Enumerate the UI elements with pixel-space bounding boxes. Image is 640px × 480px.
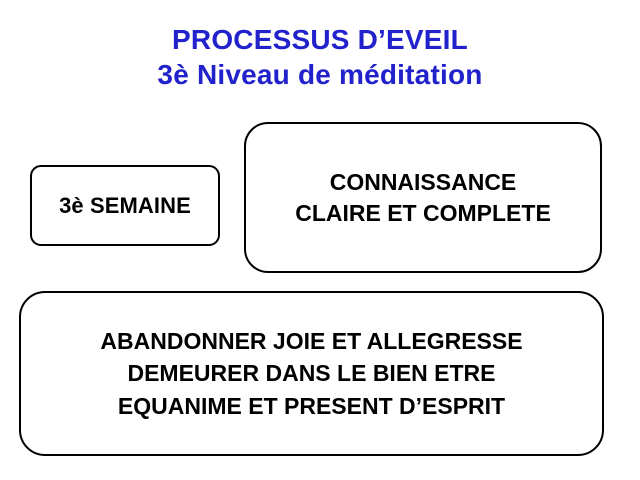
box-knowledge-text: CONNAISSANCE CLAIRE ET COMPLETE	[295, 167, 551, 228]
box-practice-line-2: DEMEURER DANS LE BIEN ETRE	[127, 360, 496, 387]
box-week: 3è SEMAINE	[30, 165, 220, 246]
box-week-line-1: 3è SEMAINE	[59, 192, 191, 218]
box-practice: ABANDONNER JOIE ET ALLEGRESSE DEMEURER D…	[19, 291, 604, 456]
slide-title: PROCESSUS D’EVEIL 3è Niveau de méditatio…	[0, 24, 640, 91]
box-knowledge: CONNAISSANCE CLAIRE ET COMPLETE	[244, 122, 602, 273]
box-practice-line-1: ABANDONNER JOIE ET ALLEGRESSE	[100, 327, 523, 354]
box-knowledge-line-2: CLAIRE ET COMPLETE	[295, 199, 551, 226]
title-line-1: PROCESSUS D’EVEIL	[172, 24, 468, 55]
title-line-2: 3è Niveau de méditation	[157, 59, 483, 91]
box-week-text: 3è SEMAINE	[59, 193, 191, 219]
box-practice-line-3: EQUANIME ET PRESENT D’ESPRIT	[117, 392, 506, 419]
box-knowledge-line-1: CONNAISSANCE	[329, 169, 517, 196]
box-practice-text: ABANDONNER JOIE ET ALLEGRESSE DEMEURER D…	[100, 325, 522, 423]
